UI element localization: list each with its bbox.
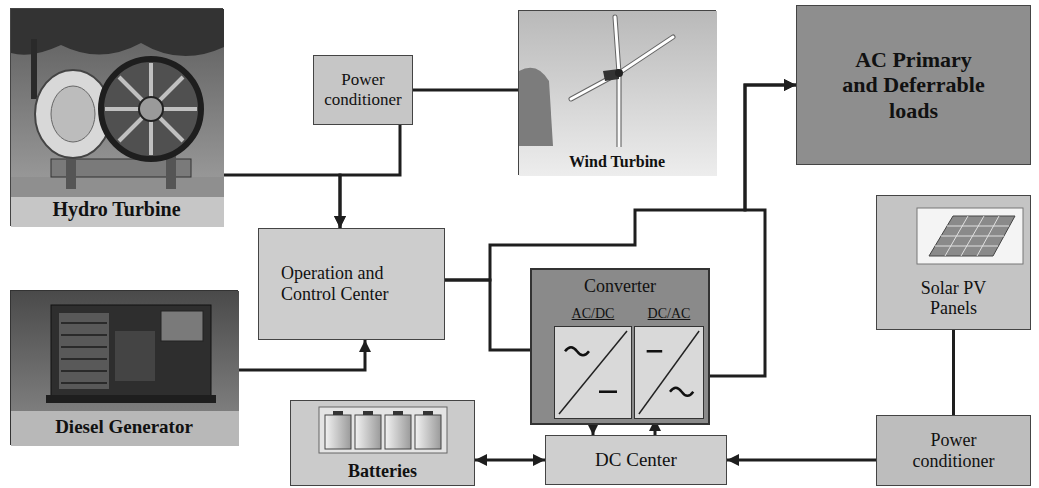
trees — [11, 9, 224, 56]
sky — [519, 11, 717, 176]
wind-turbine-picture — [519, 11, 717, 176]
node-label: Power conditioner — [320, 70, 406, 109]
batteries-box: Batteries — [290, 400, 475, 486]
label-strip — [11, 411, 239, 446]
terminal — [333, 411, 343, 415]
node-label: AC Primary and Deferrable loads — [841, 47, 986, 123]
wind-turbine-box: Wind Turbine — [518, 10, 716, 175]
terminal — [423, 411, 433, 415]
wheel-spokes — [105, 63, 197, 155]
solar-panel — [929, 216, 1015, 256]
grille-line — [61, 370, 107, 372]
battery-cell — [325, 415, 351, 449]
generator-body — [51, 305, 211, 397]
blades — [571, 17, 673, 99]
blade-outline — [619, 37, 673, 73]
node-label: Batteries — [297, 461, 468, 482]
wheel-hub — [139, 97, 163, 121]
turbine-wheel — [101, 59, 201, 159]
inverter-box: DC/AC — [634, 306, 704, 419]
grille-line — [61, 346, 107, 348]
tree-trunk — [31, 39, 37, 99]
solar-panel-box: Solar PV Panels — [876, 195, 1031, 330]
picture-frame — [319, 407, 447, 453]
node-label: DC/AC — [634, 306, 704, 322]
hydro-turbine-picture — [11, 9, 224, 227]
mast-outline — [617, 73, 622, 147]
photo-ground — [11, 9, 224, 227]
battery-terminals — [333, 411, 433, 415]
turbine-casing-face — [51, 86, 95, 142]
blade-outline — [615, 17, 619, 73]
power-conditioner-box: Power conditioner — [313, 55, 413, 125]
node-label: Diesel Generator — [17, 416, 231, 438]
grille-line — [61, 334, 107, 336]
connector — [238, 340, 365, 370]
blade — [619, 37, 673, 73]
hydro-turbine-box: Hydro Turbine — [10, 8, 223, 226]
terminal — [363, 411, 373, 415]
grille-line — [61, 322, 107, 324]
symbol-diagonal — [559, 331, 627, 414]
label-strip — [11, 197, 224, 227]
engine-block — [115, 331, 155, 381]
generator-skid — [46, 395, 216, 403]
terminal — [393, 411, 403, 415]
diesel-generator-box: Diesel Generator — [10, 290, 238, 445]
node-label: Operation and Control Center — [281, 263, 422, 304]
converter-stage-box — [554, 326, 632, 419]
symbol-diagonal — [639, 331, 699, 414]
blade — [615, 17, 619, 73]
converter-stage-box — [634, 326, 704, 419]
tree — [519, 68, 553, 146]
node-label: AC/DC — [554, 306, 632, 322]
mast — [618, 73, 621, 147]
ac-sign — [670, 388, 693, 396]
connector — [223, 175, 340, 228]
hub — [615, 69, 623, 77]
connector — [727, 459, 876, 462]
node-label: Converter — [538, 276, 702, 297]
converter-box: AC/DC DC/AC Converter — [530, 268, 710, 425]
rectifier-symbol — [555, 327, 631, 418]
panel-grid — [935, 216, 1009, 256]
dc-center-box: DC Center — [545, 435, 727, 485]
node-label: Solar PV Panels — [905, 278, 1002, 319]
control-center-box: Operation and Control Center — [258, 228, 445, 340]
picture-frame — [917, 208, 1023, 264]
connector — [340, 125, 400, 228]
connector — [413, 89, 518, 92]
node-label: DC Center — [554, 449, 718, 471]
dc-sign — [599, 390, 617, 393]
control-box — [161, 311, 203, 341]
node-label: Hydro Turbine — [17, 198, 216, 221]
grid-line — [977, 216, 999, 256]
rectifier-box: AC/DC — [554, 306, 632, 419]
load-box: AC Primary and Deferrable loads — [796, 5, 1031, 165]
dc-sign — [647, 350, 663, 353]
connector — [952, 330, 955, 415]
connector — [704, 85, 796, 376]
floor — [11, 177, 224, 197]
battery-cell — [355, 415, 381, 449]
grille-line — [61, 358, 107, 360]
radiator-grille — [61, 323, 107, 383]
node-label: Wind Turbine — [525, 153, 709, 171]
photo-ground — [11, 291, 239, 446]
inverter-symbol — [635, 327, 703, 418]
battery-cell — [415, 415, 441, 449]
grille-line — [61, 382, 107, 384]
node-label: Power conditioner — [901, 430, 1006, 471]
connector — [475, 459, 545, 462]
radiator — [59, 313, 109, 389]
ac-sign — [565, 347, 589, 355]
battery-cell — [385, 415, 411, 449]
power-conditioner-box: Power conditioner — [876, 415, 1031, 486]
